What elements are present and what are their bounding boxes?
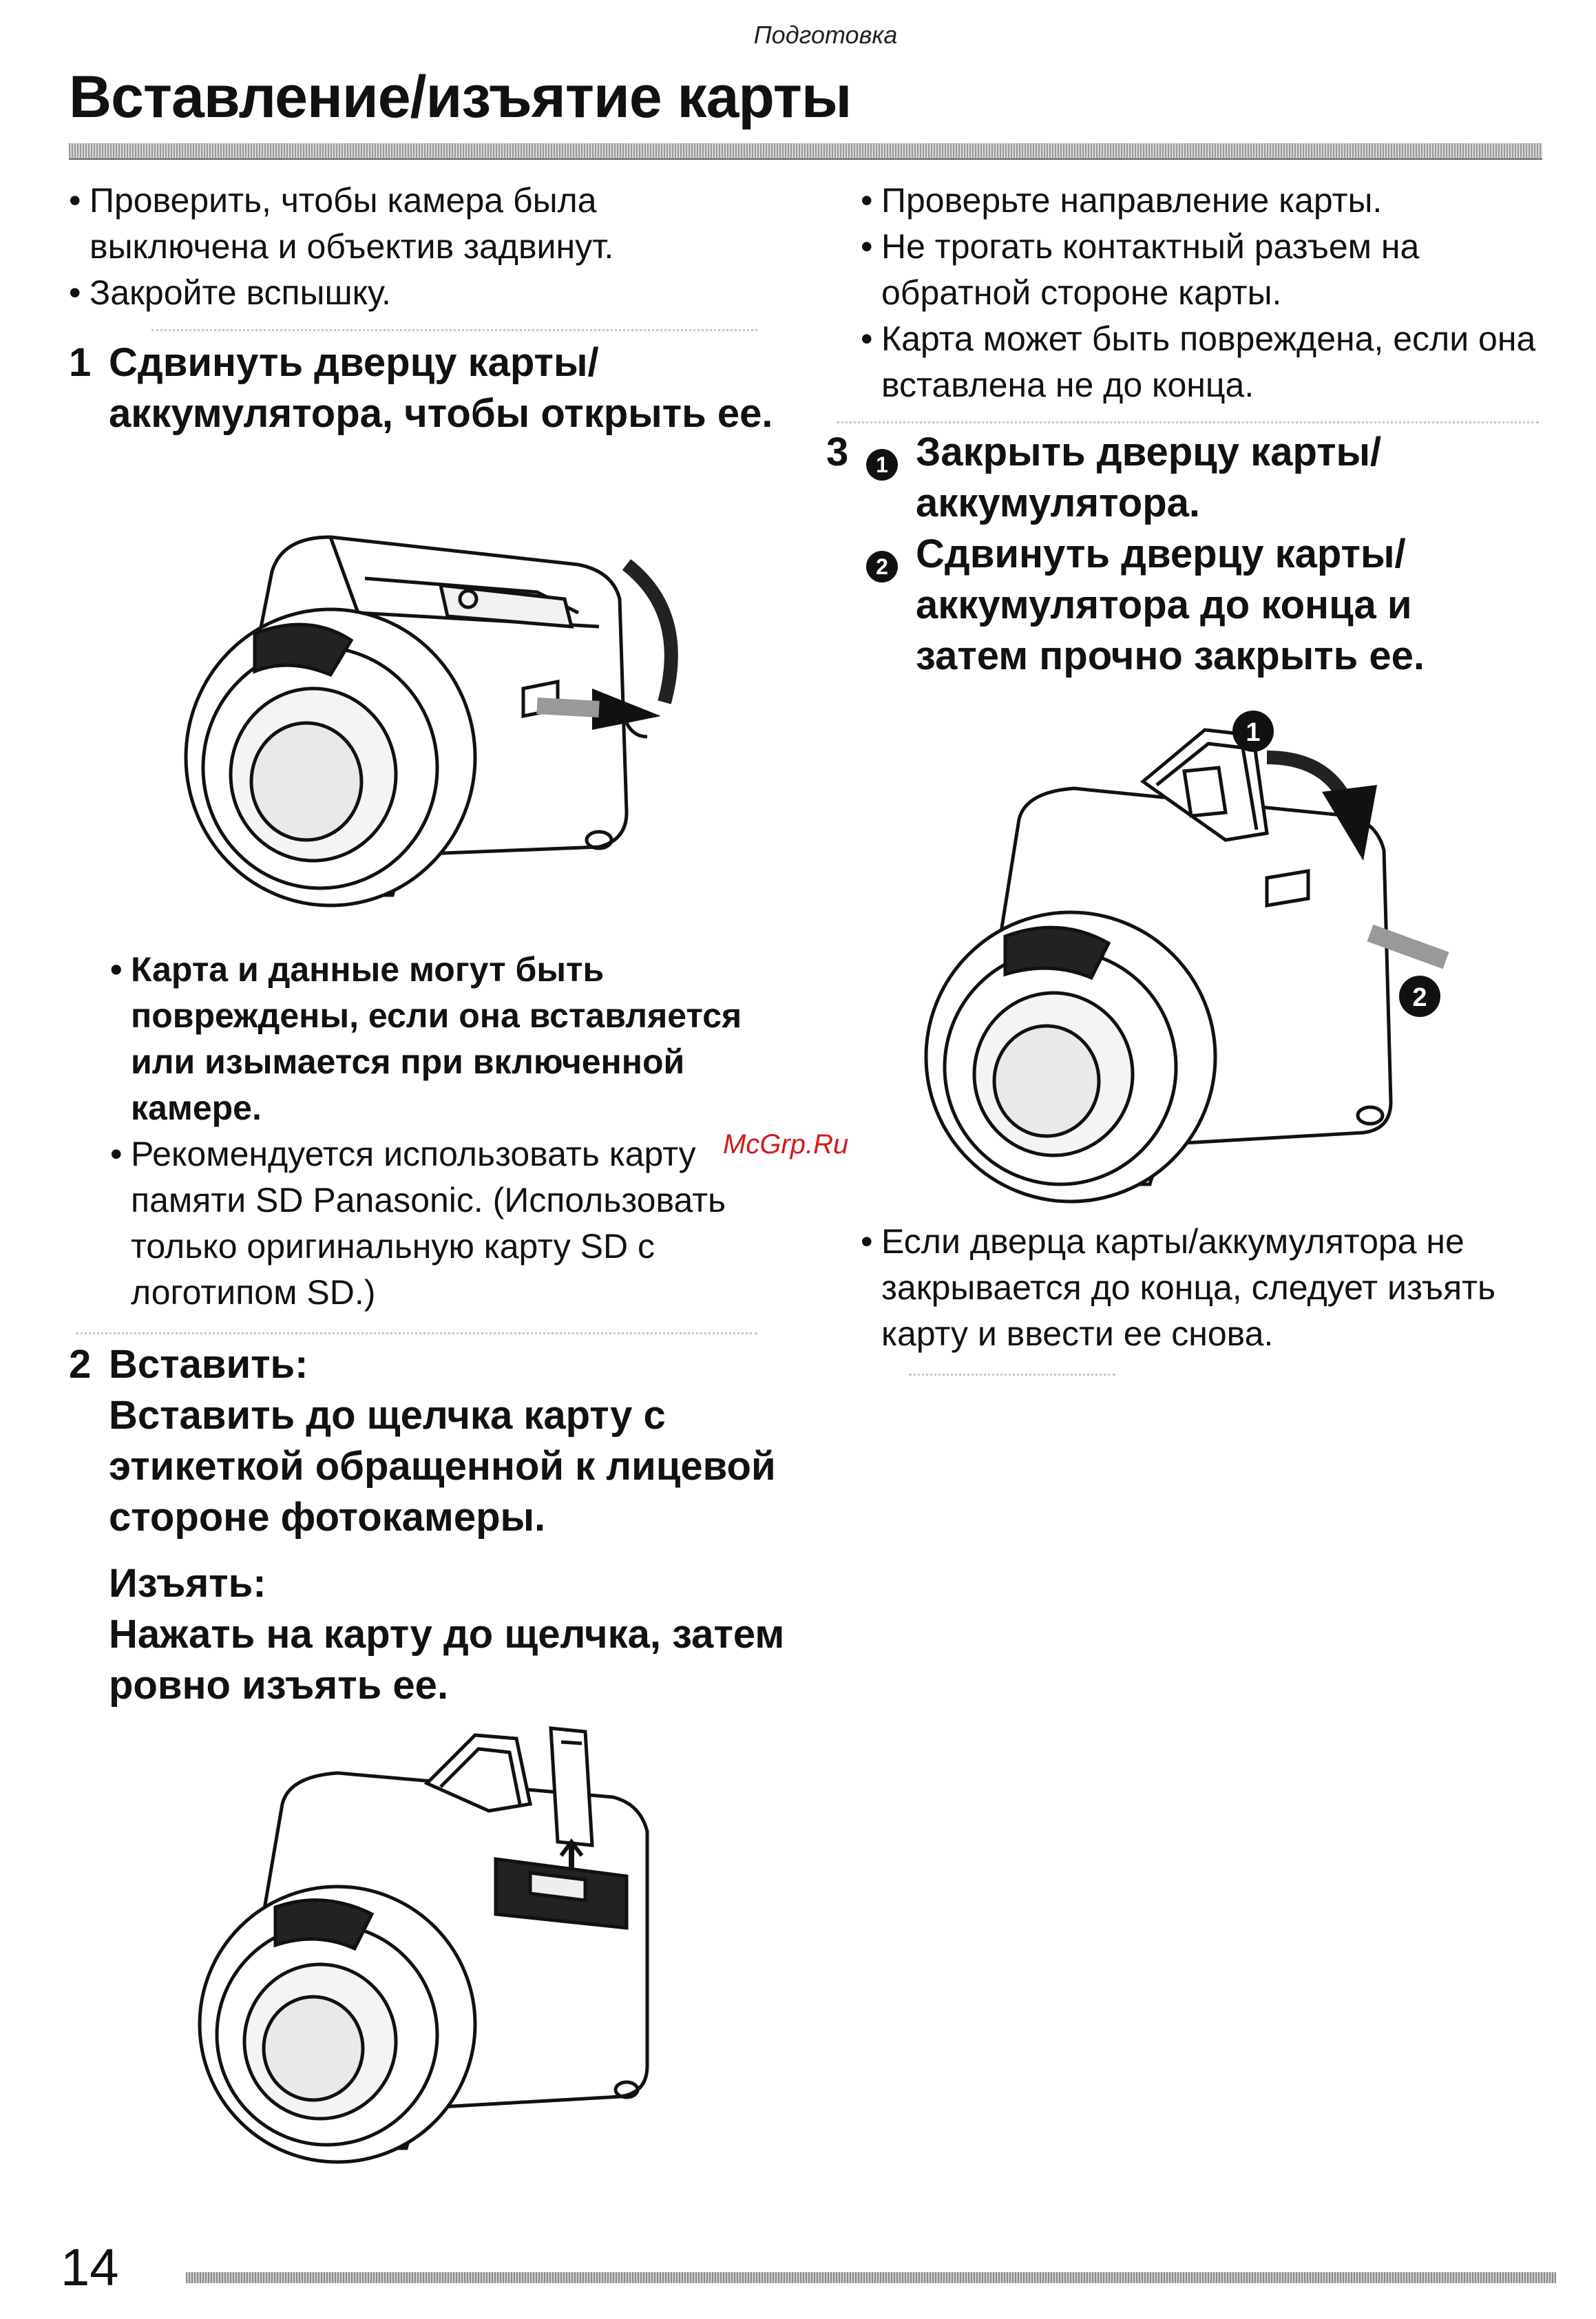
notes-bullet-list: •Рекомендуется использовать карту памяти… <box>110 1131 771 1316</box>
step-number: 3 <box>826 430 849 474</box>
figure-marker-2: 2 <box>1399 976 1440 1017</box>
divider <box>909 1374 1115 1376</box>
divider <box>76 1332 757 1334</box>
remove-label: Изъять: <box>109 1561 266 1606</box>
step-3-sub-2-text: Сдвинуть дверцу карты/ аккумулятора до к… <box>916 532 1425 678</box>
watermark: McGrp.Ru <box>723 1129 849 1160</box>
list-item: •Карта и данные могут быть повреждены, е… <box>110 950 742 1127</box>
svg-text:1: 1 <box>1246 718 1260 747</box>
step-number: 1 <box>69 340 92 385</box>
list-item: •Если дверца карты/аккумулятора не закры… <box>861 1222 1496 1353</box>
marker-1: 1 <box>866 448 898 481</box>
remove-text: Нажать на карту до щелчка, затем ровно и… <box>109 1612 785 1708</box>
curved-arrow-icon <box>537 565 671 730</box>
camera-card-insert-illustration <box>172 1721 668 2169</box>
section-label: Подготовка <box>753 21 898 49</box>
step-3: 3 1 Закрыть дверцу карты/ аккумулятора. … <box>826 427 1556 682</box>
figure-marker-1: 1 <box>1232 711 1274 752</box>
list-item: •Проверьте направление карты. <box>861 181 1383 220</box>
insert-text: Вставить до щелчка карту с этикеткой обр… <box>109 1393 776 1540</box>
step-1: 1 Сдвинуть дверцу карты/ аккумулятора, ч… <box>69 337 773 439</box>
page-number: 14 <box>61 2238 119 2297</box>
list-item: •Рекомендуется использовать карту памяти… <box>110 1135 726 1312</box>
title-rule <box>69 143 1542 160</box>
divider <box>837 421 1539 423</box>
step-text: Сдвинуть дверцу карты/ аккумулятора, что… <box>109 340 773 436</box>
step-3-sub-1-text: Закрыть дверцу карты/ аккумулятора. <box>916 430 1382 525</box>
divider <box>151 329 757 331</box>
intro-bullet-list: •Проверить, чтобы камера была выключена … <box>69 178 757 316</box>
step-2: 2 Вставить: Вставить до щелчка карту с э… <box>69 1339 784 1711</box>
svg-text:2: 2 <box>1412 983 1427 1012</box>
curved-arrow-icon <box>1267 757 1446 961</box>
step-number: 2 <box>69 1342 92 1387</box>
closing-bullet-list: •Если дверца карты/аккумулятора не закры… <box>861 1219 1556 1357</box>
camera-open-door-illustration <box>151 510 702 936</box>
warning-bullet-list: •Карта и данные могут быть повреждены, е… <box>110 947 771 1131</box>
page-title: Вставление/изъятие карты <box>69 64 852 130</box>
marker-2: 2 <box>866 550 898 583</box>
camera-close-door-illustration: 1 2 <box>895 711 1473 1219</box>
list-item: •Проверить, чтобы камера была выключена … <box>69 181 614 266</box>
list-item: •Не трогать контактный разъем на обратно… <box>861 227 1420 312</box>
right-bullet-list: •Проверьте направление карты. •Не трогат… <box>861 178 1556 408</box>
list-item: •Закройте вспышку. <box>69 273 391 312</box>
step-3-sub-2: 2 Сдвинуть дверцу карты/ аккумулятора до… <box>866 529 1556 682</box>
footer-rule <box>186 2272 1556 2283</box>
insert-label: Вставить: <box>109 1342 308 1387</box>
step-3-sub-1: 1 Закрыть дверцу карты/ аккумулятора. <box>866 427 1556 529</box>
list-item: •Карта может быть повреждена, если она в… <box>861 319 1536 404</box>
